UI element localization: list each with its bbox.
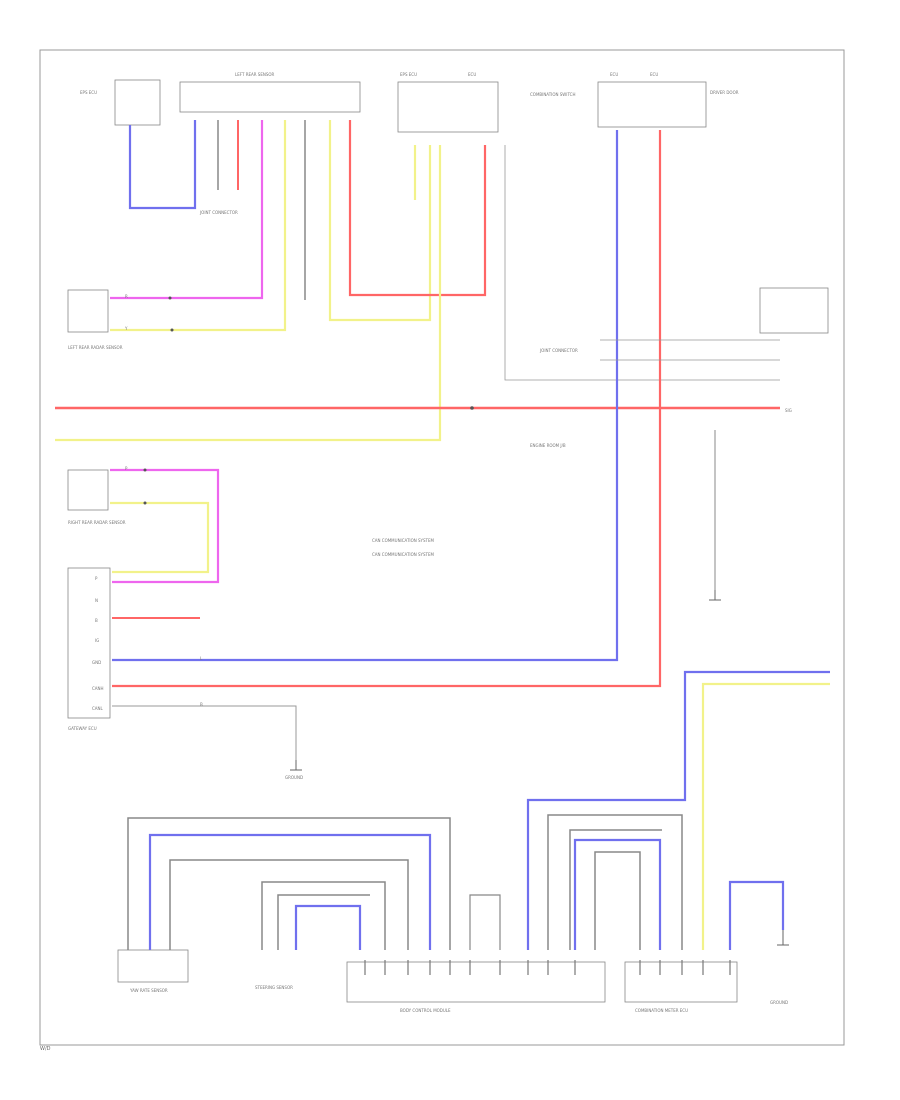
pin-label-6: CANH [92,686,104,691]
top-connector-boxes [67,79,829,1003]
wire-magenta-3 [110,120,264,300]
wire-magenta-15 [110,468,220,584]
connector-box-8 [117,949,189,983]
wire-blue-1 [128,120,197,210]
wire-red-8 [348,120,487,297]
wire-gray-18 [112,705,297,760]
label-engine-room-jb: ENGINE ROOM J/B [530,443,566,448]
label-left-rear-sensor: LEFT REAR RADAR SENSOR [68,345,123,350]
diagram-frame [39,49,845,1046]
label-meter-ecu: COMBINATION METER ECU [635,1008,689,1013]
bottom-pins [364,960,731,975]
wire-code-p: P [125,466,128,471]
wire-blue-22 [526,670,830,950]
wire-yellow-16 [110,501,210,574]
wire-code-y: Y [125,326,128,331]
wire-gray-11 [504,145,780,381]
label-driver-door: DRIVER DOOR [710,90,739,95]
wire-blue-24 [728,880,785,950]
label-left-group-title: LEFT REAR SENSOR [235,72,275,77]
label-top-right-2: ECU [650,72,659,77]
wire-code-l: L [200,656,203,661]
wire-gray-25 [547,814,683,950]
label-ground-2: GROUND [770,1000,789,1005]
pin-label-1: P [95,576,98,581]
connector-box-1 [114,79,161,126]
connector-box-10 [624,961,738,1003]
wire-blue-13 [112,130,619,662]
wire-red-14 [112,130,662,688]
wire-yellow-7 [328,120,432,322]
wire-code-b: B [200,702,203,707]
wire-code-r: R [125,294,128,299]
pin-label-7: CANL [92,706,103,711]
pin-label-2: N [95,598,98,603]
pin-label-4: IG [95,638,100,643]
wire-gray-31 [169,859,409,950]
wire-yellow-23 [701,682,830,950]
label-joint-connector-2: JOINT CONNECTOR [540,348,578,353]
wire-gray-33 [277,894,370,950]
connector-box-4 [597,81,707,128]
wire-gray-26 [569,829,662,950]
label-legend-2: CAN COMMUNICATION SYSTEM [372,552,434,557]
connector-box-11 [759,287,829,334]
pin-label-5: GND [92,660,102,665]
connector-box-3 [397,81,499,133]
label-joint-connector-1: JOINT CONNECTOR [200,210,238,215]
label-steering-sensor: STEERING SENSOR [255,985,293,990]
ground-symbols [290,590,789,946]
wire-yellow-10 [55,145,442,442]
label-ground-1: GROUND [285,775,304,780]
wire-blue-34 [294,904,362,950]
pin-label-3: B [95,618,98,623]
connector-box-7 [67,567,111,719]
label-yaw-sensor: YAW RATE SENSOR [130,988,168,993]
label-combination-switch: COMBINATION SWITCH [530,92,576,97]
wire-gray-32 [261,881,386,950]
label-top-mid-1: EPS ECU [400,72,417,77]
connector-box-5 [67,289,109,333]
wire-yellow-4 [110,120,287,332]
label-top-right-1: ECU [610,72,619,77]
footer-code: W/D [40,1046,51,1052]
connector-box-2 [179,81,361,113]
wire-gray-29 [127,817,451,950]
connector-box-6 [67,469,109,511]
label-sensor-left-small: EPS ECU [80,90,97,95]
wire-blue-30 [148,833,432,950]
label-gateway-ecu: GATEWAY ECU [68,726,97,731]
wire-gray-35 [469,894,501,950]
wire-gray-28 [594,851,641,950]
label-right-rear-sensor: RIGHT REAR RADAR SENSOR [68,520,126,525]
label-top-mid-2: ECU [468,72,477,77]
connector-box-9 [346,961,606,1003]
label-bcm: BODY CONTROL MODULE [400,1008,451,1013]
pin-label-8: SIG [785,408,792,413]
splice-dots [143,296,474,505]
wire-blue-27 [573,838,662,950]
label-legend-1: CAN COMMUNICATION SYSTEM [372,538,434,543]
